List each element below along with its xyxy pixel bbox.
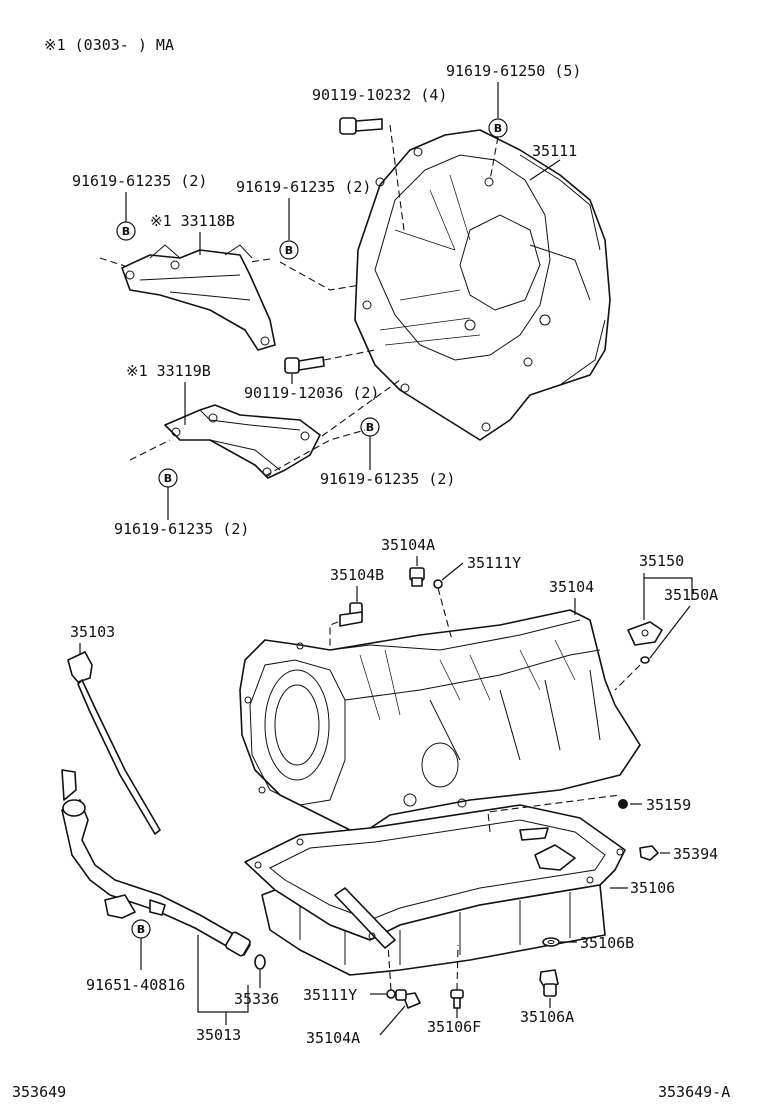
svg-text:B: B — [164, 472, 172, 485]
label-33118b: ※1 33118B — [150, 212, 235, 230]
o-ring-35111y-bottom — [386, 989, 396, 999]
dash-bracket-33119b — [129, 379, 401, 477]
cover-35150 — [627, 621, 663, 646]
dash-35106f — [456, 944, 459, 991]
leader-35150a — [649, 605, 691, 659]
label-91651-40816: 91651-40816 — [86, 976, 185, 994]
o-ring-35111y-top — [433, 579, 443, 589]
gasket-35150a — [640, 656, 650, 664]
label-90119-10232: 90119-10232 (4) — [312, 86, 447, 104]
svg-text:B: B — [285, 244, 293, 257]
bell-housing-35111 — [354, 129, 611, 441]
dipstick-35103 — [67, 651, 161, 835]
label-35104b: 35104B — [330, 566, 384, 584]
transmission-case-35104 — [239, 609, 641, 836]
dash-35104b — [329, 621, 339, 650]
washer-35106b — [542, 937, 560, 947]
header-note: ※1 (0303- ) MA — [44, 36, 174, 54]
label-35150: 35150 — [639, 552, 684, 570]
dash-91619-61250 — [489, 136, 499, 181]
label-35111: 35111 — [532, 142, 577, 160]
bracket-33119b — [164, 404, 321, 479]
svg-text:B: B — [137, 923, 145, 936]
label-35106f: 35106F — [427, 1018, 481, 1036]
bolt-90119-10232 — [339, 117, 383, 135]
dash-bolt-12036 — [323, 349, 376, 361]
oil-pan-35106 — [244, 804, 626, 976]
label-35394: 35394 — [673, 845, 718, 863]
b-marker-icon: B — [158, 468, 178, 488]
label-35104: 35104 — [549, 578, 594, 596]
label-91619-61250: 91619-61250 (5) — [446, 62, 581, 80]
svg-text:B: B — [494, 122, 502, 135]
label-35111y-bottom: 35111Y — [303, 986, 357, 1004]
b-marker-icon: B — [360, 417, 380, 437]
bracket-33118b — [121, 244, 276, 351]
leader-35111y-top — [441, 562, 464, 581]
label-35104a-bottom: 35104A — [306, 1029, 360, 1047]
dash-35150 — [614, 664, 641, 691]
dash-bracket-33118b — [99, 257, 361, 291]
label-35336: 35336 — [234, 990, 279, 1008]
gasket-35394 — [639, 845, 659, 861]
footer-left-code: 353649 — [12, 1083, 66, 1101]
label-35104a-top: 35104A — [381, 536, 435, 554]
b-marker-icon: B — [131, 919, 151, 939]
label-35106: 35106 — [630, 879, 675, 897]
svg-text:B: B — [122, 225, 130, 238]
label-91619-61235-right-bottom: 91619-61235 (2) — [320, 470, 455, 488]
plug-35104a-bottom — [395, 989, 421, 1009]
plug-35104a-top — [409, 567, 425, 587]
label-90119-12036: 90119-12036 (2) — [244, 384, 379, 402]
label-35150a: 35150A — [664, 586, 718, 604]
b-marker-icon: B — [488, 118, 508, 138]
svg-text:B: B — [366, 421, 374, 434]
label-35103: 35103 — [70, 623, 115, 641]
leader-35104a-bottom — [379, 1005, 406, 1036]
label-35159: 35159 — [646, 796, 691, 814]
fitting-35104b — [339, 602, 363, 627]
b-marker-icon: B — [279, 240, 299, 260]
label-35106a: 35106A — [520, 1008, 574, 1026]
label-35111y-top: 35111Y — [467, 554, 521, 572]
bolt-90119-12036 — [284, 356, 325, 374]
magnet-35159 — [618, 799, 628, 809]
footer-right-code: 353649-A — [658, 1083, 730, 1101]
o-ring-35336 — [254, 954, 266, 970]
leader-35013-bracket — [197, 935, 249, 1013]
label-33119b: ※1 33119B — [126, 362, 211, 380]
dash-35159 — [487, 794, 621, 833]
bolt-35106f — [450, 989, 464, 1009]
label-91619-61235-left-top: 91619-61235 (2) — [72, 172, 207, 190]
dash-35111y-bottom — [387, 944, 392, 991]
leader-35150-bracket — [643, 573, 693, 600]
label-91619-61235-left-bottom: 91619-61235 (2) — [114, 520, 249, 538]
filler-tube-35013 — [61, 769, 251, 957]
drain-plug-35106a — [539, 969, 559, 997]
dash-35111y-top — [437, 587, 453, 641]
bolt-dash-1 — [389, 124, 405, 231]
label-35013: 35013 — [196, 1026, 241, 1044]
b-marker-icon: B — [116, 221, 136, 241]
label-35106b: 35106B — [580, 934, 634, 952]
label-91619-61235-mid-top: 91619-61235 (2) — [236, 178, 371, 196]
leader-35111 — [529, 159, 561, 181]
